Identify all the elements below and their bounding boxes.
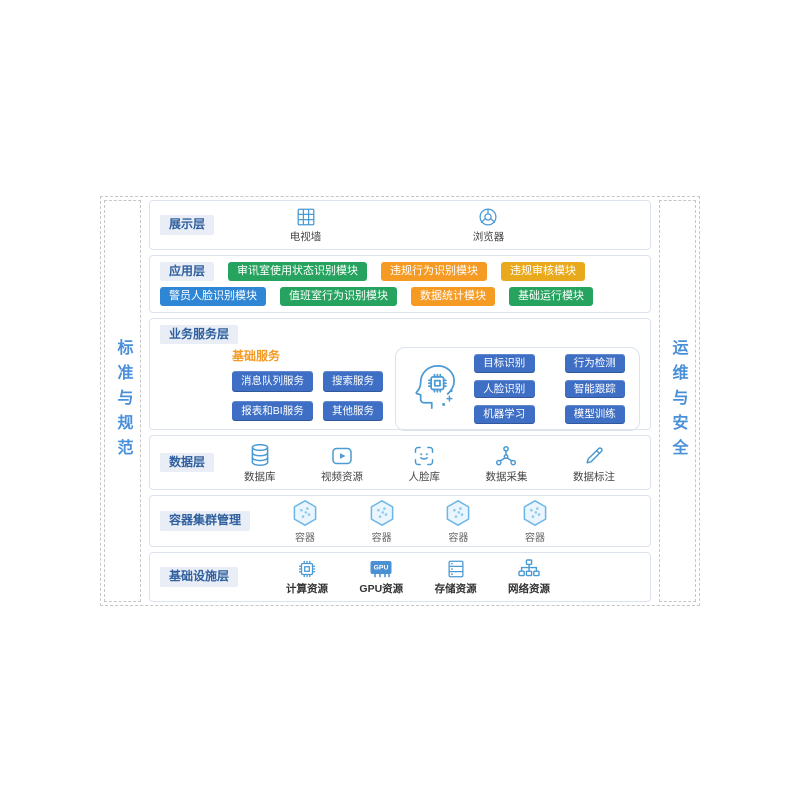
container-item: 容器 xyxy=(367,498,397,544)
layer-title: 基础设施层 xyxy=(160,567,239,587)
ai-service-button: 机器学习 xyxy=(474,405,535,424)
container-item: 容器 xyxy=(520,498,550,544)
module-chip: 违规行为识别模块 xyxy=(381,262,488,281)
layer-stack: 展示层 电视墙 xyxy=(149,200,651,602)
standards-sidebar-label: 标准与规范 xyxy=(114,338,132,464)
layer-presentation: 展示层 电视墙 xyxy=(149,200,651,250)
ai-service-button: 行为检测 xyxy=(564,354,625,373)
layer-title: 展示层 xyxy=(160,215,215,235)
network-icon xyxy=(518,559,540,577)
container-item: 容器 xyxy=(443,498,473,544)
container-label: 容器 xyxy=(524,533,545,544)
tv-wall-icon xyxy=(297,208,314,226)
compute-resource-label: 计算资源 xyxy=(286,583,329,595)
gpu-resource-label: GPU资源 xyxy=(359,583,404,595)
presentation-items: 电视墙 浏览器 xyxy=(214,206,640,244)
application-row-1: 应用层 审讯室使用状态识别模块 违规行为识别模块 违规审核模块 xyxy=(160,261,640,282)
layer-title: 容器集群管理 xyxy=(160,511,251,531)
ai-head-chip-icon xyxy=(415,365,455,410)
network-resource-label: 网络资源 xyxy=(508,583,550,595)
cpu-icon xyxy=(298,560,316,578)
container-label: 容器 xyxy=(448,533,469,544)
tv-wall-label: 电视墙 xyxy=(289,231,322,243)
architecture-diagram-frame: 标准与规范 展示层 电视墙 xyxy=(100,196,700,606)
database-item: 数据库 xyxy=(244,442,276,484)
layer-infrastructure: 基础设施层 计算资源 GPU xyxy=(149,552,651,602)
face-library-label: 人脸库 xyxy=(408,470,440,483)
compute-resource-item: 计算资源 xyxy=(286,558,328,596)
layer-data: 数据层 数据库 xyxy=(149,435,651,490)
layer-business-services: 业务服务层 基础服务 消息队列服务 搜索服务 报表和BI服务 其他服务 xyxy=(149,318,651,432)
video-resource-item: 视频资源 xyxy=(321,444,363,484)
tv-wall-item: 电视墙 xyxy=(289,206,322,244)
ai-service-button: 智能跟踪 xyxy=(564,379,625,399)
ai-services-grid: 目标识别 行为检测 人脸识别 智能跟踪 机器学习 模型训练 xyxy=(474,354,625,424)
container-items: 容器 容器 xyxy=(250,498,640,544)
data-annotate-label: 数据标注 xyxy=(572,470,615,483)
layer-container-cluster: 容器集群管理 容器 xyxy=(149,495,651,547)
container-hexagon-icon xyxy=(370,500,394,526)
container-item: 容器 xyxy=(290,498,320,544)
data-collect-item: 数据采集 xyxy=(485,444,527,484)
module-chip: 警员人脸识别模块 xyxy=(160,287,266,307)
basic-services-grid: 消息队列服务 搜索服务 报表和BI服务 其他服务 xyxy=(232,371,383,422)
layer-title: 应用层 xyxy=(160,261,215,282)
data-collect-label: 数据采集 xyxy=(485,470,528,483)
face-library-icon xyxy=(414,446,434,465)
business-body: 基础服务 消息队列服务 搜索服务 报表和BI服务 其他服务 xyxy=(160,347,640,432)
data-annotate-icon xyxy=(586,446,603,464)
data-items: 数据库 视频资源 xyxy=(214,442,640,484)
ai-service-button: 模型训练 xyxy=(564,405,625,424)
container-label: 容器 xyxy=(295,533,316,544)
ai-service-button: 目标识别 xyxy=(474,354,535,373)
network-resource-item: 网络资源 xyxy=(508,558,550,596)
module-chip: 值班室行为识别模块 xyxy=(280,287,397,307)
database-icon xyxy=(251,443,269,466)
module-chip: 违规审核模块 xyxy=(501,262,586,281)
operations-sidebar: 运维与安全 xyxy=(659,200,696,602)
container-hexagon-icon xyxy=(293,500,317,526)
ai-service-button: 人脸识别 xyxy=(474,379,535,399)
container-label: 容器 xyxy=(371,533,392,544)
container-hexagon-icon xyxy=(446,500,470,526)
storage-icon xyxy=(448,560,464,578)
video-icon xyxy=(332,447,352,464)
storage-resource-label: 存储资源 xyxy=(434,583,477,595)
storage-resource-item: 存储资源 xyxy=(435,558,477,596)
database-label: 数据库 xyxy=(244,470,276,483)
standards-sidebar: 标准与规范 xyxy=(104,200,141,602)
service-button: 其他服务 xyxy=(323,400,383,422)
basic-services-group: 基础服务 消息队列服务 搜索服务 报表和BI服务 其他服务 xyxy=(232,347,383,422)
data-collect-icon xyxy=(496,445,517,465)
operations-sidebar-label: 运维与安全 xyxy=(669,338,687,464)
video-resource-label: 视频资源 xyxy=(321,470,363,483)
infrastructure-items: 计算资源 GPU GPU资源 xyxy=(238,558,640,596)
service-button: 报表和BI服务 xyxy=(232,400,313,422)
layer-application: 应用层 审讯室使用状态识别模块 违规行为识别模块 违规审核模块 警员人脸识别模块… xyxy=(149,255,651,313)
application-row-2: 警员人脸识别模块 值班室行为识别模块 数据统计模块 基础运行模块 xyxy=(160,287,640,307)
module-chip: 审讯室使用状态识别模块 xyxy=(228,262,368,281)
gpu-resource-item: GPU GPU资源 xyxy=(359,558,403,596)
face-library-item: 人脸库 xyxy=(408,444,440,484)
gpu-chip-text: GPU xyxy=(374,565,389,572)
layer-title: 数据层 xyxy=(160,452,215,473)
data-annotate-item: 数据标注 xyxy=(573,444,615,484)
service-button: 搜索服务 xyxy=(323,371,383,392)
module-chip: 基础运行模块 xyxy=(509,287,593,307)
browser-item: 浏览器 xyxy=(472,206,505,244)
browser-icon xyxy=(479,208,498,226)
ai-services-box: 目标识别 行为检测 人脸识别 智能跟踪 机器学习 模型训练 xyxy=(395,347,640,432)
layer-title: 业务服务层 xyxy=(160,325,239,345)
basic-services-heading: 基础服务 xyxy=(232,349,281,364)
service-button: 消息队列服务 xyxy=(232,371,313,392)
container-hexagon-icon xyxy=(523,500,547,526)
module-chip: 数据统计模块 xyxy=(411,287,495,307)
gpu-icon: GPU xyxy=(370,561,392,578)
browser-label: 浏览器 xyxy=(472,231,505,243)
